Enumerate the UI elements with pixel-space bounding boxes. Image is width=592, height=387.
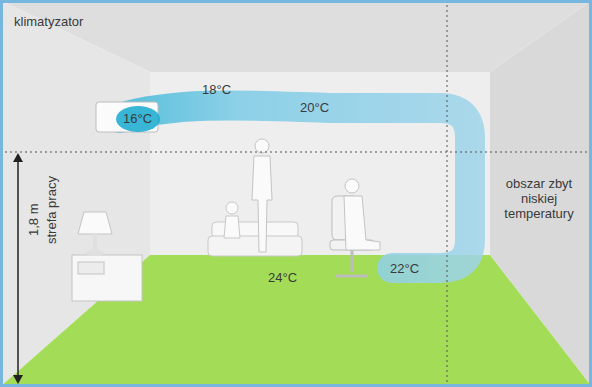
lamp-stand [93,234,97,252]
desk-drawer [78,262,104,274]
zone-label: obszar zbyt niskiej temperatury [494,176,584,221]
arrowhead [13,153,23,162]
zone-guide [0,152,592,153]
person-body [224,216,240,238]
dimension-label: 1,8 m [26,203,41,236]
zone-label: strefa pracy [44,176,59,244]
zone-guide [447,0,448,387]
standing-person [252,156,272,252]
temperature-label: 20°C [300,100,329,115]
floor [0,255,592,387]
temperature-label: 16°C [123,111,152,126]
dimension-line [17,158,19,379]
sofa-seat [208,236,302,256]
desk [72,255,142,301]
device-label: klimatyzator [14,14,83,29]
cold-spot [116,106,160,132]
air-flow [120,105,470,268]
person-head [345,179,359,193]
lamp-shade [78,212,112,234]
chair-post [351,250,354,272]
seated-person [344,196,380,250]
arrowhead [13,375,23,384]
person-head [226,202,238,214]
temperature-label: 22°C [390,261,419,276]
lamp-base [85,250,105,256]
chair-base [336,275,368,278]
person-head [255,139,269,153]
temperature-label: 24°C [268,270,297,285]
temperature-label: 18°C [202,82,231,97]
